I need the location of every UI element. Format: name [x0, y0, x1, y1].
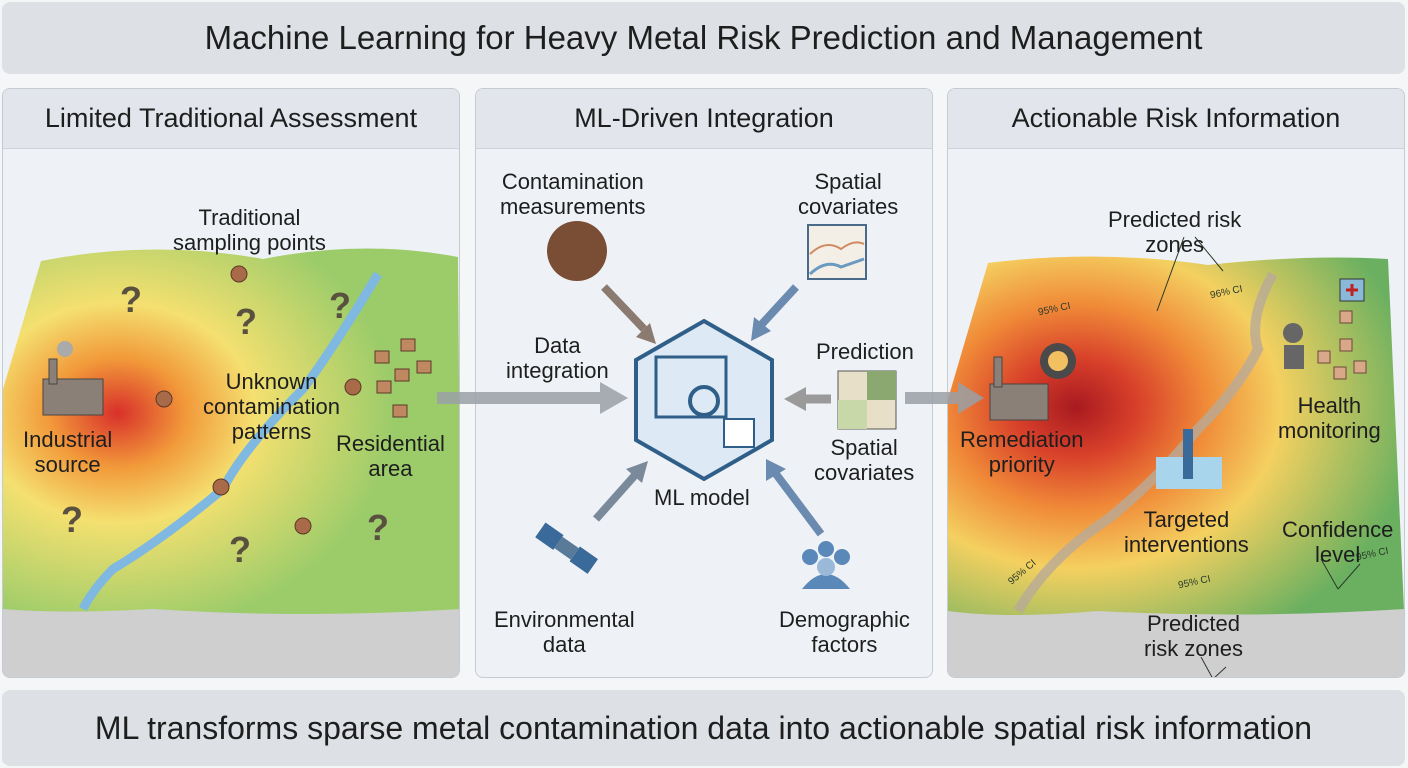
- footer-caption: ML transforms sparse metal contamination…: [94, 709, 1313, 746]
- label-health-monitoring: Health monitoring: [1278, 393, 1381, 443]
- panel-header: Limited Traditional Assessment: [3, 89, 459, 149]
- people-icon: [802, 541, 850, 589]
- label-demographic-factors: Demographic factors: [779, 607, 910, 657]
- question-mark-icon: ?: [120, 279, 142, 320]
- panel-traditional: Limited Traditional Assessment ? ? ? ? ?…: [2, 88, 460, 678]
- water-sensor-icon: [1156, 429, 1222, 489]
- footer-bar: ML transforms sparse metal contamination…: [2, 690, 1405, 766]
- panel-ml-integration: ML-Driven Integration Contamination meas…: [475, 88, 933, 678]
- label-spatial-covariates-right: Spatial covariates: [814, 435, 915, 485]
- factory-shovel-icon: [989, 343, 1076, 421]
- contamination-map: [3, 248, 459, 677]
- health-monitoring-icon: [1283, 278, 1365, 369]
- title-bar: Machine Learning for Heavy Metal Risk Pr…: [2, 2, 1405, 74]
- label-predicted-risk-zones-top: Predicted risk zones: [1108, 207, 1242, 257]
- label-industrial-source: Industrial source: [23, 427, 113, 477]
- label-predicted-risk-zones-bottom: Predicted risk zones: [1144, 611, 1244, 661]
- panel-header: ML-Driven Integration: [476, 89, 932, 149]
- page-title: Machine Learning for Heavy Metal Risk Pr…: [204, 19, 1203, 56]
- label-contamination: Contamination measurements: [500, 169, 646, 219]
- question-mark-icon: ?: [329, 285, 351, 326]
- label-residential-area: Residential area: [336, 431, 445, 481]
- terrain-map-icon: [807, 224, 867, 280]
- label-confidence-level: Confidence level: [1282, 517, 1394, 567]
- question-mark-icon: ?: [61, 499, 83, 540]
- label-prediction: Prediction: [816, 339, 914, 364]
- satellite-icon: [535, 522, 598, 574]
- label-spatial-covariates-top: Spatial covariates: [798, 169, 899, 219]
- soil-sample-icon: [547, 221, 607, 281]
- label-targeted-interventions: Targeted interventions: [1124, 507, 1249, 557]
- houses-icon: [374, 338, 432, 418]
- label-remediation-priority: Remediation priority: [960, 427, 1084, 477]
- question-mark-icon: ?: [367, 507, 389, 548]
- factory-icon: [42, 341, 104, 416]
- panel-actionable-risk: Actionable Risk Information 95% CI 96% C…: [947, 88, 1405, 678]
- panel-header: Actionable Risk Information: [948, 89, 1404, 149]
- label-data-integration: Data integration: [506, 333, 609, 383]
- arrows-inward: [593, 284, 831, 537]
- label-unknown-patterns: Unknown contamination patterns: [203, 369, 340, 444]
- question-mark-icon: ?: [229, 529, 251, 570]
- risk-map: [948, 236, 1404, 677]
- label-ml-model: ML model: [654, 485, 750, 510]
- map-tiles-icon: [837, 370, 897, 430]
- label-sampling-points: Traditional sampling points: [173, 205, 326, 255]
- label-environmental-data: Environmental data: [494, 607, 635, 657]
- question-mark-icon: ?: [235, 301, 257, 342]
